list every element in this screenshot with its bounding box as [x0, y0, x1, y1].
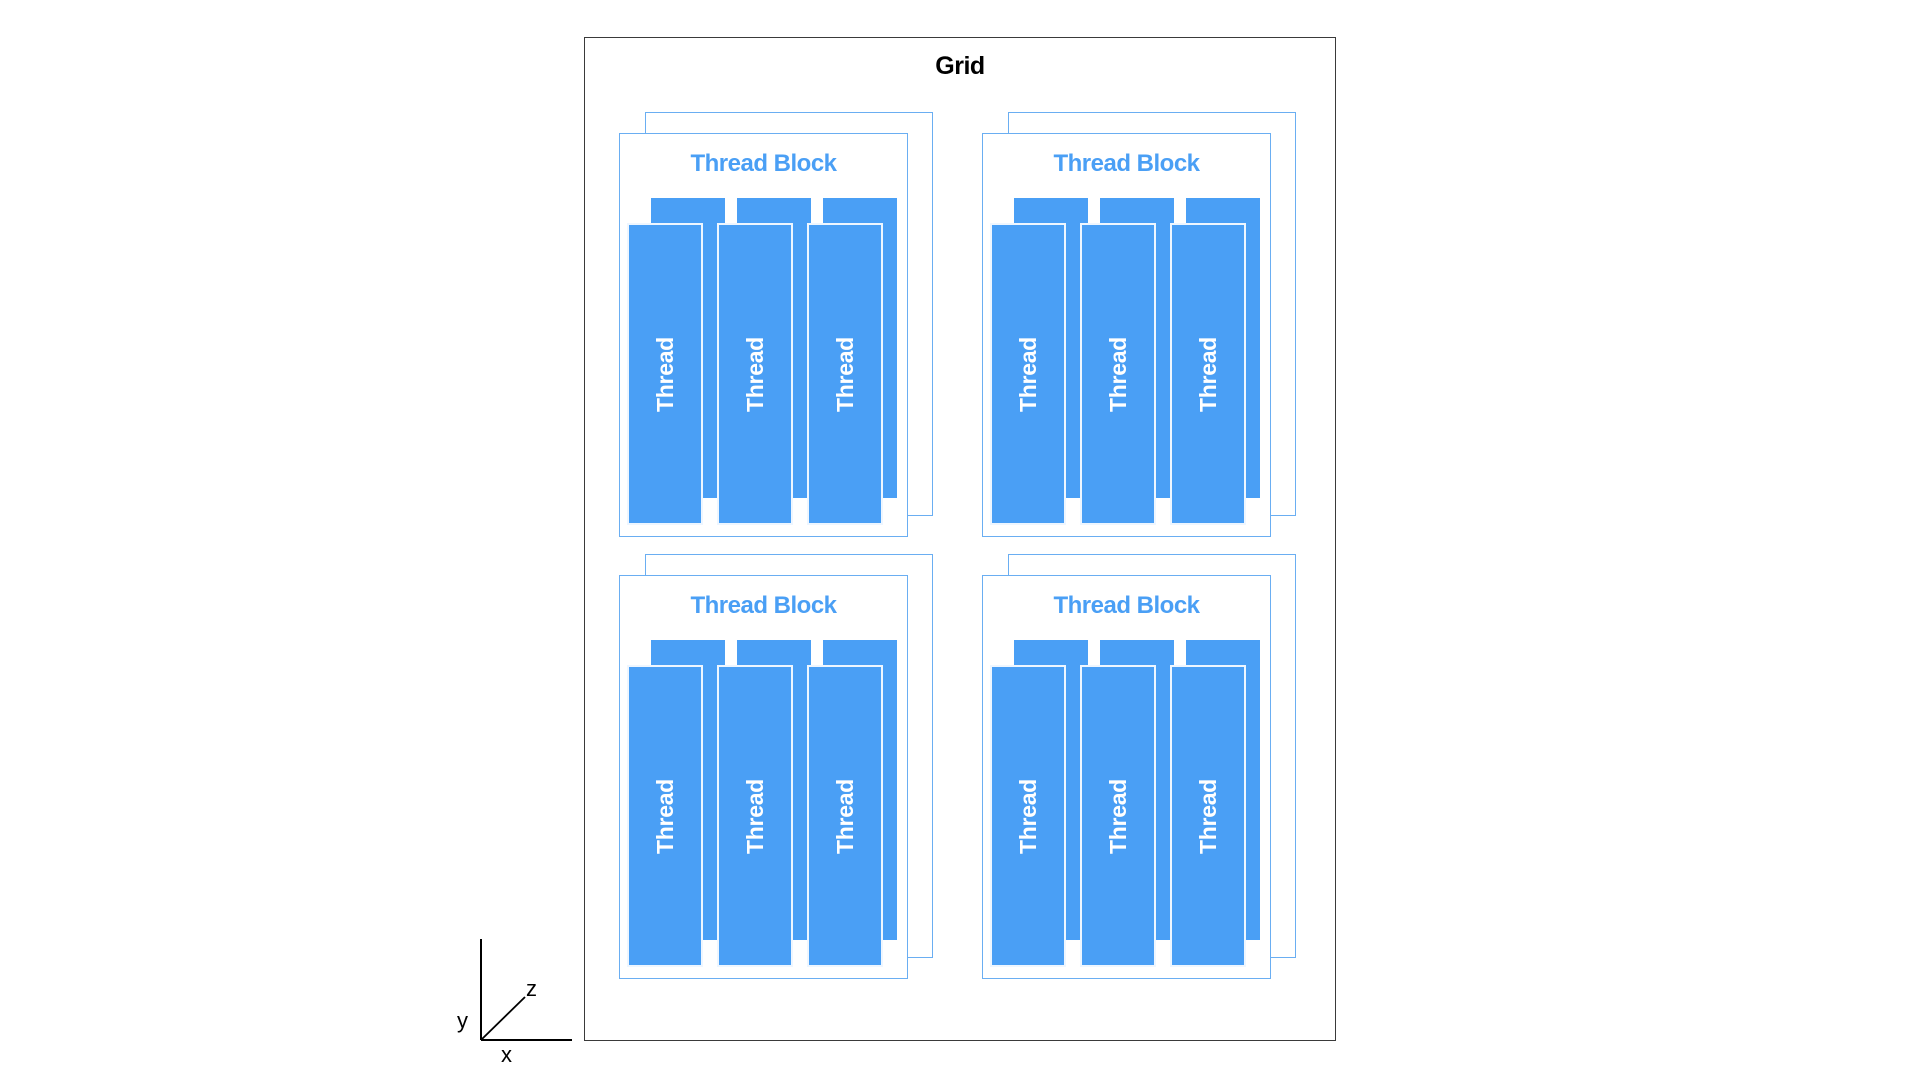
axis-label-x: x: [501, 1042, 512, 1067]
thread: Thread: [807, 665, 883, 967]
thread: Thread: [807, 223, 883, 525]
thread: Thread: [627, 665, 703, 967]
thread-label: Thread: [741, 336, 768, 412]
thread: Thread: [1080, 223, 1156, 525]
thread-label: Thread: [831, 778, 858, 854]
thread-block-title: Thread Block: [1053, 592, 1200, 619]
thread-label: Thread: [1194, 336, 1221, 412]
thread-block: Thread Block Thread Thread Thread: [619, 133, 908, 537]
thread-label: Thread: [1014, 778, 1041, 854]
thread-label: Thread: [651, 336, 678, 412]
thread-block-group: Thread Block Thread Thread Thread: [982, 112, 1302, 537]
thread-label: Thread: [1104, 336, 1131, 412]
thread: Thread: [1170, 665, 1246, 967]
thread: Thread: [1170, 223, 1246, 525]
thread-label: Thread: [1104, 778, 1131, 854]
thread: Thread: [627, 223, 703, 525]
thread-label: Thread: [831, 336, 858, 412]
thread-block: Thread Block Thread Thread Thread: [982, 133, 1271, 537]
thread-block-title: Thread Block: [1053, 150, 1200, 177]
thread-label: Thread: [1014, 336, 1041, 412]
thread-label: Thread: [1194, 778, 1221, 854]
thread-label: Thread: [741, 778, 768, 854]
thread-block: Thread Block Thread Thread Thread: [982, 575, 1271, 979]
thread-block-title: Thread Block: [690, 150, 837, 177]
grid-title: Grid: [935, 52, 985, 80]
thread: Thread: [1080, 665, 1156, 967]
axes-icon: [480, 939, 572, 1041]
thread: Thread: [990, 223, 1066, 525]
thread: Thread: [990, 665, 1066, 967]
grid-container: Grid: [584, 37, 1336, 1041]
thread-block: Thread Block Thread Thread Thread: [619, 575, 908, 979]
thread-block-group: Thread Block Thread Thread Thread: [619, 554, 939, 979]
thread-block-group: Thread Block Thread Thread Thread: [619, 112, 939, 537]
thread: Thread: [717, 223, 793, 525]
axis-label-y: y: [457, 1008, 468, 1033]
thread: Thread: [717, 665, 793, 967]
thread-block-group: Thread Block Thread Thread Thread: [982, 554, 1302, 979]
thread-label: Thread: [651, 778, 678, 854]
axes-indicator: y z x: [440, 920, 600, 1070]
axis-label-z: z: [526, 976, 537, 1001]
thread-block-title: Thread Block: [690, 592, 837, 619]
